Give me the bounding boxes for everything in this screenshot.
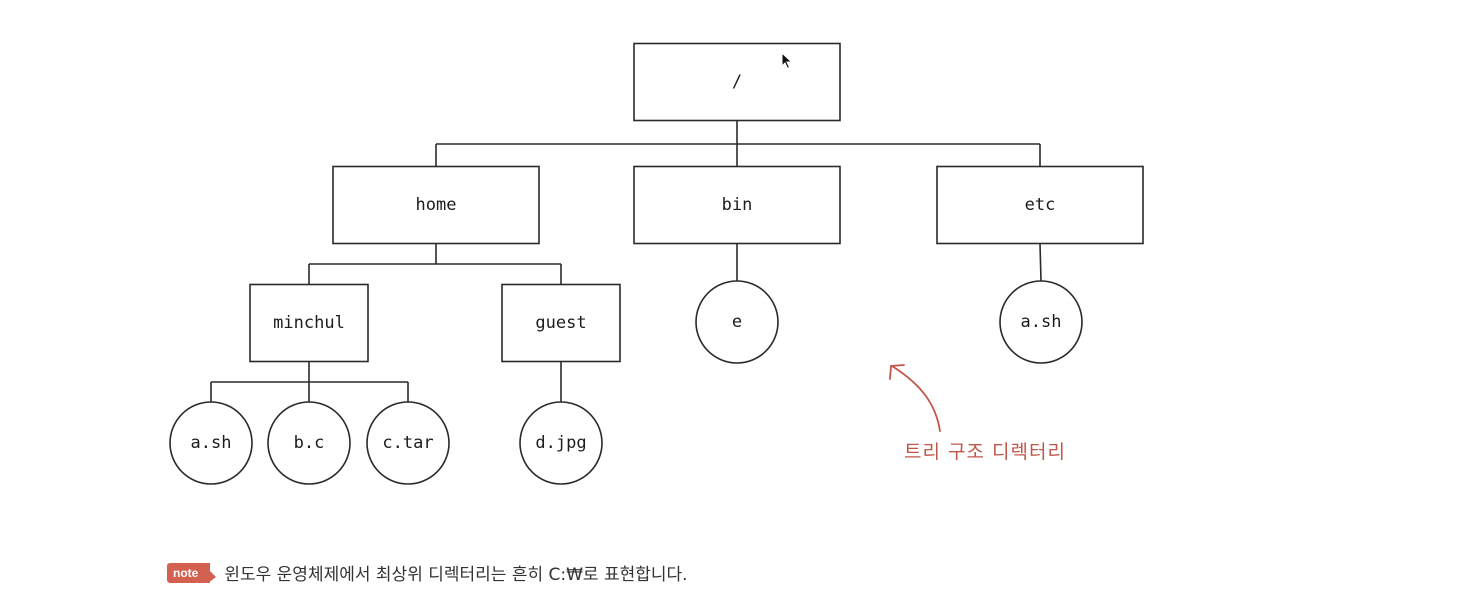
directory-node-box	[633, 42, 841, 122]
tree-node-ash: a.sh	[169, 401, 253, 485]
annotation-label: 트리 구조 디렉터리	[904, 441, 1066, 463]
tree-edge-etc-etc_ash	[1039, 243, 1042, 282]
tree-nodes: / home bin etc minchul guest e a.sh a.sh b.c c.tar…	[169, 42, 1144, 485]
tree-node-label: etc	[1025, 195, 1056, 215]
tree-node-minchul: minchul	[249, 283, 369, 363]
note-badge: note	[167, 562, 217, 583]
tree-node-bc: b.c	[267, 401, 351, 485]
tree-node-ctar: c.tar	[366, 401, 450, 485]
tree-node-root: /	[633, 42, 841, 122]
file-node-circle	[999, 280, 1083, 364]
note-row: note 윈도우 운영체제에서 최상위 디렉터리는 흔히 C:₩로 표현합니다.	[167, 560, 688, 585]
tree-node-guest: guest	[501, 283, 621, 363]
tree-edges	[210, 120, 1042, 402]
tree-node-label: d.jpg	[535, 433, 586, 453]
arrow-cursor-icon	[781, 52, 793, 70]
annotation-arrow-head	[889, 364, 905, 380]
file-node-circle	[366, 401, 450, 485]
directory-node-box	[332, 165, 540, 245]
tree-node-label: minchul	[273, 313, 345, 333]
file-node-circle	[519, 401, 603, 485]
directory-node-box	[633, 165, 841, 245]
directory-node-box	[936, 165, 1144, 245]
directory-node-box	[249, 283, 369, 363]
tree-node-label: guest	[535, 313, 586, 333]
directory-node-box	[501, 283, 621, 363]
tree-node-label: home	[416, 195, 457, 215]
tree-node-home: home	[332, 165, 540, 245]
tree-node-label: c.tar	[382, 433, 433, 453]
tree-node-e: e	[695, 280, 779, 364]
tree-node-label: b.c	[294, 433, 325, 453]
file-node-circle	[169, 401, 253, 485]
tree-node-etc_ash: a.sh	[999, 280, 1083, 364]
tree-node-djpg: d.jpg	[519, 401, 603, 485]
tree-node-label: a.sh	[1021, 312, 1062, 332]
tree-node-etc: etc	[936, 165, 1144, 245]
annotation-arrow	[891, 365, 941, 432]
tree-node-label: a.sh	[191, 433, 232, 453]
tree-node-label: bin	[722, 195, 753, 215]
tree-node-bin: bin	[633, 165, 841, 245]
tree-node-label: /	[732, 72, 742, 92]
file-node-circle	[267, 401, 351, 485]
note-text: 윈도우 운영체제에서 최상위 디렉터리는 흔히 C:₩로 표현합니다.	[224, 565, 688, 585]
tree-node-label: e	[732, 312, 742, 332]
file-node-circle	[695, 280, 779, 364]
